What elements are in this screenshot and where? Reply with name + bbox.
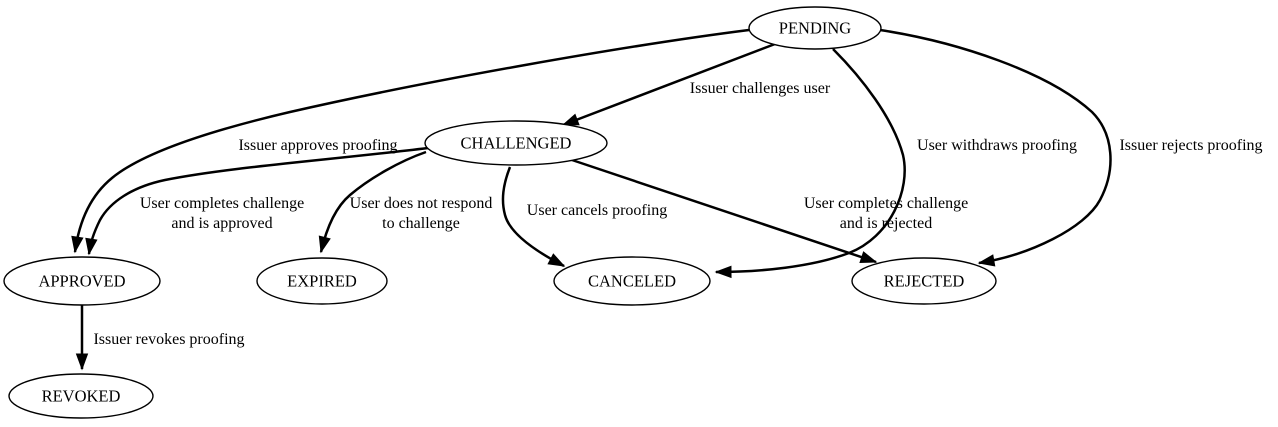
edge-line-challenged-canceled: [501, 166, 565, 268]
node-label-pending: PENDING: [779, 19, 851, 38]
node-shape-expired: [256, 257, 388, 305]
edge-pending-approved: Issuer approves proofing: [71, 28, 750, 254]
node-label-rejected: REJECTED: [884, 272, 965, 291]
node-canceled: CANCELED: [553, 256, 711, 306]
edge-line-pending-rejected: [879, 28, 1112, 265]
arrowhead-challenged-canceled: [547, 253, 566, 267]
edge-pending-canceled: User withdraws proofing: [714, 48, 1077, 279]
edge-label-pending-challenged: Issuer challenges user: [690, 80, 831, 97]
node-approved: APPROVED: [3, 256, 161, 306]
node-label-challenged: CHALLENGED: [461, 134, 572, 153]
arrowhead-pending-approved: [71, 235, 84, 254]
edge-pending-challenged: Issuer challenges user: [561, 42, 831, 127]
node-label-expired: EXPIRED: [287, 272, 357, 291]
node-shape-canceled: [553, 256, 711, 306]
node-shape-approved: [3, 256, 161, 306]
edge-line-pending-challenged: [562, 42, 776, 127]
node-shape-challenged: [424, 120, 608, 166]
edge-pending-rejected: Issuer rejects proofing: [879, 28, 1263, 267]
edge-line-challenged-expired: [319, 150, 427, 253]
arrowhead-challenged-approved: [85, 237, 98, 256]
node-challenged: CHALLENGED: [424, 120, 608, 166]
edge-line-pending-approved: [73, 28, 750, 253]
edge-label-pending-approved: Issuer approves proofing: [238, 137, 397, 154]
node-expired: EXPIRED: [256, 257, 388, 305]
arrowhead-approved-revoked: [75, 353, 89, 371]
edge-approved-revoked: Issuer revokes proofing: [75, 305, 245, 371]
node-label-approved: APPROVED: [38, 272, 125, 291]
node-shape-revoked: [8, 373, 154, 419]
arrowhead-pending-challenged: [561, 113, 580, 126]
edge-line-pending-canceled: [715, 48, 906, 274]
arrowhead-pending-canceled: [714, 265, 732, 279]
edge-line-challenged-approved: [87, 146, 429, 255]
arrowhead-challenged-expired: [318, 235, 331, 254]
node-revoked: REVOKED: [8, 373, 154, 419]
node-shape-rejected: [851, 257, 997, 305]
nodes-layer: PENDING CHALLENGED APPROVED EXPIRED CANCELED…: [3, 6, 997, 419]
edge-line-challenged-rejected: [571, 158, 877, 264]
arrowhead-pending-rejected: [977, 254, 996, 267]
edge-challenged-canceled: User cancels proofing: [501, 166, 667, 268]
edge-label-pending-canceled: User withdraws proofing: [917, 137, 1077, 154]
node-rejected: REJECTED: [851, 257, 997, 305]
edge-label-pending-rejected: Issuer rejects proofing: [1119, 137, 1262, 154]
node-label-revoked: REVOKED: [42, 387, 121, 406]
edge-label-approved-revoked: Issuer revokes proofing: [93, 331, 244, 348]
arrowhead-challenged-rejected: [859, 251, 878, 263]
node-shape-pending: [748, 6, 882, 50]
node-label-canceled: CANCELED: [588, 272, 676, 291]
edge-label-challenged-canceled: User cancels proofing: [527, 202, 667, 219]
node-pending: PENDING: [748, 6, 882, 50]
